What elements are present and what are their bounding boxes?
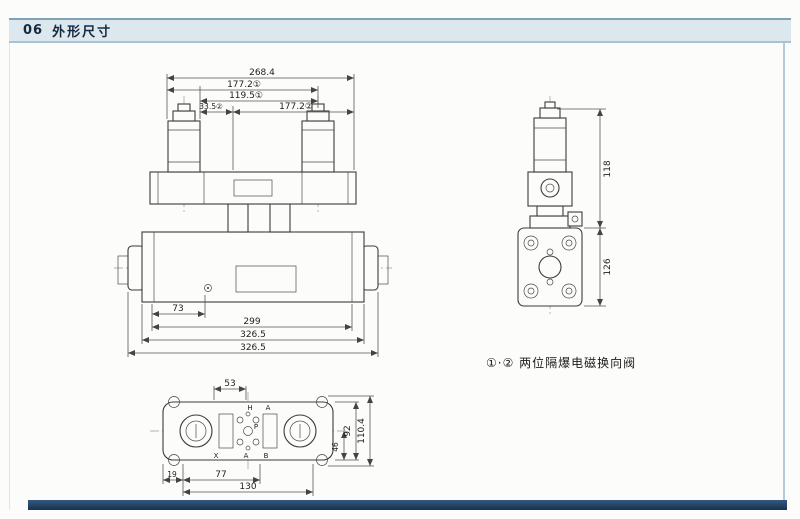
port-label-h: H — [247, 404, 252, 412]
left-solenoid-end — [179, 414, 213, 448]
port-label-a-top: A — [266, 404, 271, 412]
side-tab — [567, 211, 583, 227]
port-p — [243, 426, 253, 436]
page-right-rule — [783, 43, 785, 510]
front-view-dimensions-top: 268.4 177.2① 119.5① 33.5② 177.2② — [166, 68, 355, 170]
dim-19-label: 19 — [167, 470, 177, 479]
top-view-outline — [162, 401, 334, 461]
page-footer-bar — [28, 500, 787, 510]
front-view-dimensions-bottom: 73 299 326.5 326.5 — [127, 292, 379, 357]
front-view-drawing — [114, 96, 392, 303]
top-view-drawing: H A X A B P — [150, 392, 350, 472]
center-port — [538, 255, 562, 279]
section-number: 06 — [23, 23, 44, 38]
side-view-dimensions: 118 126 — [557, 108, 613, 307]
side-solenoid — [533, 101, 567, 173]
top-view-dimensions: 53 46 92 110.4 19 77 130 — [162, 379, 374, 496]
dim-33-label: 33.5② — [199, 102, 223, 111]
port-label-p: P — [254, 423, 258, 431]
section-header: 06 外形尺寸 — [9, 18, 791, 43]
dim-326a-label: 326.5 — [240, 330, 266, 340]
dim-118-label: 118 — [603, 160, 613, 177]
footnote-valve-type: ①·② 两位隔爆电磁换向阀 — [486, 356, 637, 370]
dim-53-label: 53 — [224, 379, 235, 389]
port-label-a-bottom: A — [244, 452, 249, 460]
side-mounting-block — [517, 227, 583, 307]
adapter-post-left — [227, 203, 249, 233]
left-solenoid — [167, 103, 201, 173]
dim-92-label: 92 — [343, 425, 353, 436]
dim-177-2-label: 177.2② — [279, 102, 313, 112]
adapter-post-right — [269, 203, 291, 233]
dim-130-label: 130 — [239, 482, 256, 492]
dim-46-label: 46 — [331, 442, 340, 452]
port-label-b: B — [264, 452, 269, 460]
main-valve-body — [141, 231, 365, 303]
nameplate — [235, 265, 297, 293]
dim-326b-label: 326.5 — [240, 343, 266, 353]
manual-override — [540, 178, 560, 198]
dim-126-label: 126 — [603, 258, 613, 275]
side-pilot-body — [527, 171, 573, 207]
dim-77-label: 77 — [215, 470, 226, 480]
dim-299-label: 299 — [243, 317, 260, 327]
dim-73-label: 73 — [172, 304, 183, 314]
page-left-rule — [9, 43, 10, 510]
drain-plug — [204, 284, 212, 292]
dim-110-label: 110.4 — [357, 418, 367, 444]
side-view-drawing — [517, 96, 583, 316]
dim-119-label: 119.5① — [229, 91, 263, 101]
right-solenoid-end — [283, 414, 317, 448]
port-label-x: X — [214, 452, 219, 460]
pilot-valve-body — [149, 171, 357, 205]
section-title: 外形尺寸 — [52, 25, 113, 40]
right-solenoid — [301, 103, 335, 173]
dim-268-label: 268.4 — [249, 68, 275, 78]
dim-177-1-label: 177.2① — [227, 80, 261, 90]
